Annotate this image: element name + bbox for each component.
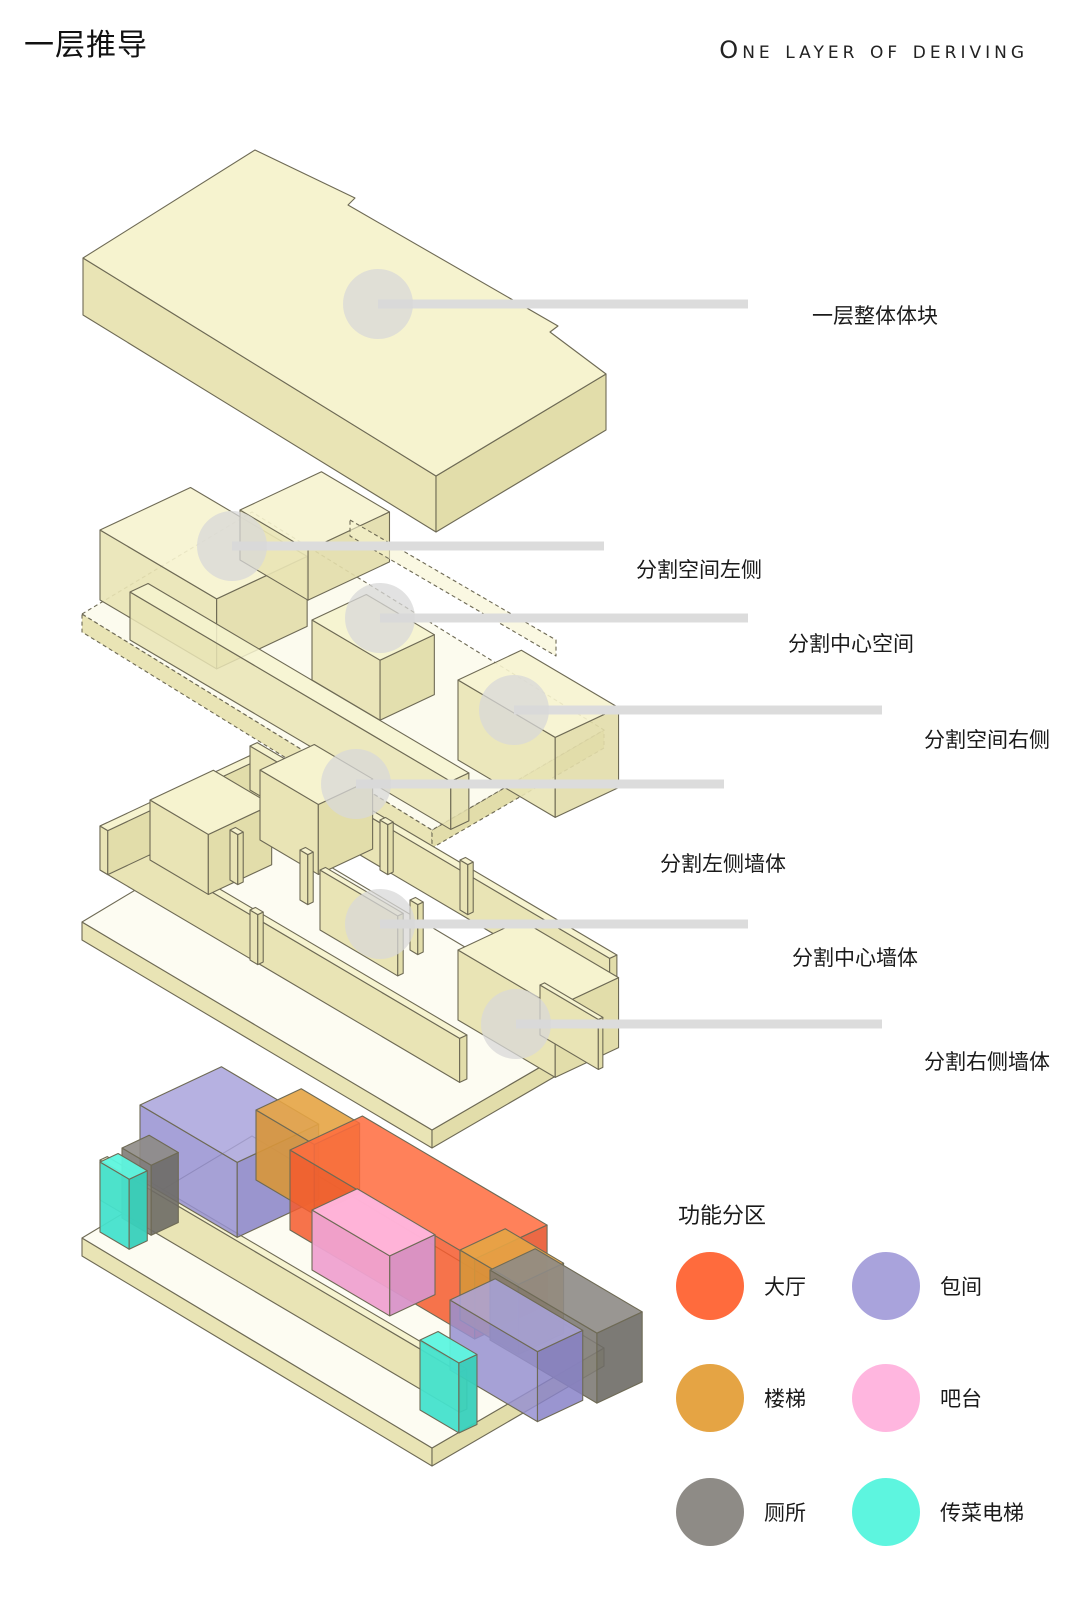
callout-label-split-right: 分割空间右侧 [924,728,1050,752]
wall-left-outer-front [99,825,109,876]
callout-label-wall-center: 分割中心墙体 [792,946,918,970]
callout-label-whole-block: 一层整体体块 [812,304,938,328]
callout-label-wall-left: 分割左侧墙体 [660,852,786,876]
wall-right-outer-top [539,982,604,1020]
wall-column-1-top [299,846,314,856]
wall-column-0-side [237,831,244,886]
wall-column-3-top [459,856,474,866]
wall-right-room-top [457,919,620,1008]
callout-dot-wall-center [345,889,415,959]
wall-column-2-top [379,816,394,826]
wall-column-1-side [307,851,314,906]
split-front-wall-top [129,582,470,782]
legend-swatch-bar [852,1364,920,1432]
wall-column-2-side [387,821,394,876]
zone-bar-top [311,1188,436,1257]
wall-column-5-front [249,909,259,966]
callout-dot-wall-left [321,749,391,819]
zone-dumbwaiter-left-side [128,1170,148,1250]
legend-item-dumbwaiter: 传菜电梯 [852,1478,1024,1546]
wall-column-3-front [459,859,469,916]
callout-dot-split-left [197,511,267,581]
legend-label-dumbwaiter: 传菜电梯 [940,1501,1024,1525]
legend-label-bar: 吧台 [940,1387,982,1411]
callout-lines [197,269,882,1059]
legend-label-toilet: 厕所 [764,1501,806,1525]
wall-column-0-front [229,829,239,886]
callout-dot-wall-right [481,989,551,1059]
legend-item-toilet: 厕所 [676,1478,806,1546]
callout-dot-split-center [345,583,415,653]
callout-dot-split-right [479,675,549,745]
zone-dumbwaiter-right-side [458,1353,478,1434]
zone-toilet-right-top [489,1248,643,1334]
legend-label-stairs: 楼梯 [764,1387,806,1411]
legend-item-hall: 大厅 [676,1252,806,1320]
page-subtitle: One layer of deriving [719,36,1028,64]
callout-dot-whole-block [343,269,413,339]
zone-dumbwaiter-left-top [99,1152,148,1180]
page-title: 一层推导 [24,28,148,63]
legend-swatch-private-room [852,1252,920,1320]
legend-item-private-room: 包间 [852,1252,982,1320]
wall-column-5-top [249,906,264,916]
legend-title: 功能分区 [678,1204,767,1229]
zone-toilet-left-side [150,1151,179,1236]
legend-item-bar: 吧台 [852,1364,982,1432]
legend-label-hall: 大厅 [764,1275,806,1299]
zone-dumbwaiter-right-top [419,1330,478,1364]
layer-function-zones [81,1066,643,1467]
legend-item-stairs: 楼梯 [676,1364,806,1432]
zone-toilet-left-top [121,1134,179,1166]
callout-label-split-left: 分割空间左侧 [636,558,762,582]
wall-column-2-front [379,819,389,876]
split-left-tall-block-top [239,471,391,551]
callout-label-split-center: 分割中心空间 [788,632,914,656]
wall-column-3-side [467,861,474,916]
wall-column-0-top [229,826,244,836]
legend-label-private-room: 包间 [940,1275,982,1299]
layer-whole-block [82,149,607,533]
callout-label-wall-right: 分割右侧墙体 [924,1050,1050,1074]
legend-swatch-toilet [676,1478,744,1546]
wall-column-4-top [409,896,424,906]
legend-swatch-hall [676,1252,744,1320]
legend-swatch-stairs [676,1364,744,1432]
wall-column-1-front [299,849,309,906]
wall-column-5-side [257,911,264,966]
legend-swatch-dumbwaiter [852,1478,920,1546]
zone-private-right-top [449,1278,584,1353]
wall-front-outer-side [459,1034,468,1083]
